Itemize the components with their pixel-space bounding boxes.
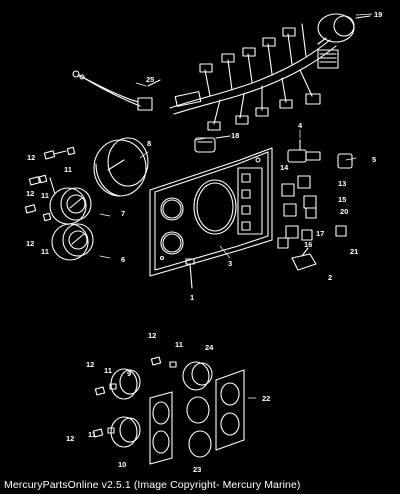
toggle-switch-18 — [194, 135, 231, 153]
callout-21: 21 — [350, 247, 358, 256]
instrument-panel — [149, 147, 273, 277]
lower-gauge-23-24 — [150, 356, 213, 458]
callout-14: 14 — [280, 163, 289, 172]
callout-11-f: 11 — [88, 430, 96, 439]
callout-11-d: 11 — [175, 340, 183, 349]
gauge-6 — [51, 223, 94, 261]
callout-12-e: 12 — [86, 360, 94, 369]
wiring-harness — [169, 13, 371, 131]
callout-20: 20 — [340, 207, 348, 216]
callout-16: 16 — [304, 240, 312, 249]
callout-3: 3 — [228, 259, 232, 268]
leader-lines — [99, 13, 373, 399]
callout-7: 7 — [121, 209, 125, 218]
callout-12-b: 12 — [26, 189, 34, 198]
callout-12-d: 12 — [148, 331, 156, 340]
callout-11-c: 11 — [41, 247, 49, 256]
callout-12-f: 12 — [66, 434, 74, 443]
callout-4: 4 — [298, 121, 303, 130]
callout-12-c: 12 — [26, 239, 34, 248]
callout-18: 18 — [231, 131, 239, 140]
callout-11-b: 11 — [41, 191, 49, 200]
callout-17: 17 — [316, 229, 324, 238]
lower-gauge-10 — [92, 416, 141, 448]
callout-22: 22 — [262, 394, 270, 403]
callout-2: 2 — [328, 273, 332, 282]
callout-6: 6 — [121, 255, 125, 264]
callout-9: 9 — [127, 369, 131, 378]
callout-8: 8 — [147, 139, 151, 148]
lower-gauge-9 — [94, 368, 141, 400]
gauge-7 — [49, 187, 92, 225]
callout-15: 15 — [338, 195, 346, 204]
callout-25: 25 — [146, 75, 154, 84]
lower-panel-right — [215, 369, 245, 451]
callout-24: 24 — [205, 343, 214, 352]
callout-12-a: 12 — [27, 153, 35, 162]
switch-cluster — [277, 139, 353, 271]
gauge-8 — [93, 137, 149, 197]
image-caption: MercuryPartsOnline v2.5.1 (Image Copyrig… — [4, 479, 301, 491]
studs-upper — [24, 146, 76, 222]
callout-23: 23 — [193, 465, 201, 474]
callout-5: 5 — [372, 155, 376, 164]
screw-1 — [185, 258, 195, 289]
callout-13: 13 — [338, 179, 346, 188]
lead-wire — [72, 70, 161, 111]
callout-19: 19 — [374, 10, 382, 19]
callout-1: 1 — [190, 293, 194, 302]
callout-labels: 19 25 8 18 4 5 14 13 15 20 17 16 21 2 3 … — [26, 10, 382, 474]
callout-11-a: 11 — [64, 165, 72, 174]
lower-panel-left — [149, 391, 173, 465]
callout-10: 10 — [118, 460, 126, 469]
callout-11-e: 11 — [104, 366, 112, 375]
